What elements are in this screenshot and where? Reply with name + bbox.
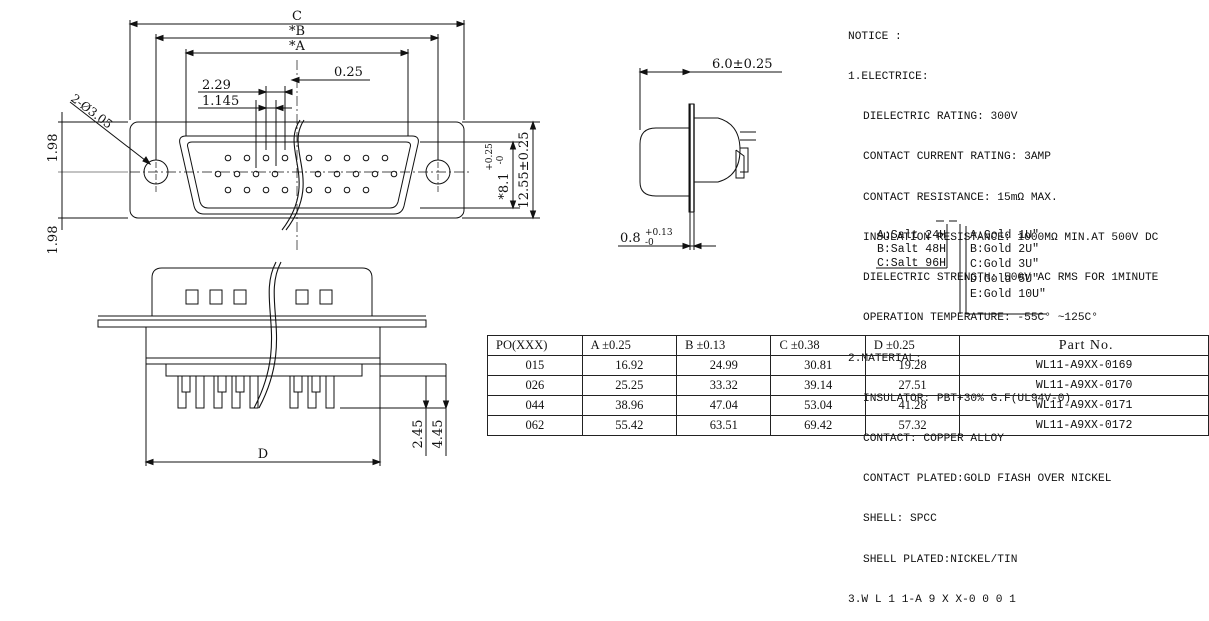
gold-option-b: B:Gold 2U": [970, 243, 1039, 256]
dim-0-8-tol-minus: -0: [645, 238, 654, 248]
col-header-b: B ±0.13: [676, 335, 772, 356]
salt-option-c: C:Salt 96H: [877, 257, 946, 270]
pin-row-2: [214, 170, 398, 178]
technical-drawing: C *B *A 0.25 2.29 1.145 2-Ø3.05 1.98 1.9…: [46, 9, 1046, 466]
side-shell: [639, 127, 690, 197]
cell-d: 57.32: [864, 415, 961, 436]
notice-line: SHELL: SPCC: [863, 513, 937, 526]
dim-B: *B: [289, 24, 305, 39]
front-view: C *B *A 0.25 2.29 1.145 2-Ø3.05 1.98 1.9…: [46, 9, 540, 254]
pin-view: D 2.45 4.45: [97, 261, 450, 466]
table-header-row: PO(XXX) A ±0.25 B ±0.13 C ±0.38 D ±0.25 …: [487, 335, 1209, 356]
dim-2-29: 2.29: [202, 78, 231, 93]
col-header-a: A ±0.25: [581, 335, 678, 356]
front-break-line: [281, 119, 301, 231]
pin-break-line: [253, 261, 277, 409]
notice-line: 1.ELECTRICE:: [848, 71, 929, 84]
notice-line: CONTACT CURRENT RATING: 3AMP: [863, 151, 1051, 164]
order-code-diagram: A:Salt 24H B:Salt 48H C:Salt 96H A:Gold …: [876, 220, 1046, 315]
gold-option-e: E:Gold 10U": [970, 288, 1046, 301]
dim-8-1: *8.1: [497, 172, 512, 199]
cell-d: 27.51: [864, 375, 961, 396]
cell-po: 015: [487, 355, 583, 376]
cell-b: 24.99: [676, 355, 772, 376]
cell-c: 39.14: [770, 375, 866, 396]
dim-A: *A: [289, 39, 306, 54]
cell-c: 53.04: [770, 395, 866, 416]
salt-option-b: B:Salt 48H: [877, 243, 946, 256]
table-row: 062 55.42 63.51 69.42 57.32 WL11-A9XX-01…: [487, 415, 1209, 436]
order-code: 3.W L 1 1-A 9 X X-0 0 0 1: [848, 593, 1016, 606]
salt-option-a: A:Salt 24H: [877, 229, 946, 242]
notice-line: CONTACT RESISTANCE: 15mΩ MAX.: [863, 191, 1058, 204]
dim-12-55: 12.55±0.25: [517, 131, 532, 208]
notice-line: DIELECTRIC STRENGTH: 500V AC RMS FOR 1MI…: [863, 272, 1159, 285]
dim-6-0: 6.0±0.25: [712, 57, 773, 72]
cell-po: 062: [487, 415, 583, 436]
dim-hole-dia: 2-Ø3.05: [68, 91, 115, 131]
cell-c: 69.42: [770, 415, 866, 436]
col-header-d: D ±0.25: [864, 335, 961, 356]
dim-0-25: 0.25: [334, 65, 363, 80]
dim-8-1-tol-plus: +0.25: [485, 143, 495, 171]
notice-line: OPERATION TEMPERATURE: -55C° ~125C°: [863, 312, 1098, 325]
dim-0-8-tol-plus: +0.13: [645, 228, 673, 238]
cell-c: 30.81: [770, 355, 866, 376]
part-number-table: PO(XXX) A ±0.25 B ±0.13 C ±0.38 D ±0.25 …: [487, 335, 1209, 436]
col-header-c: C ±0.38: [770, 335, 866, 356]
cell-part-no: WL11-A9XX-0171: [959, 395, 1209, 416]
table-row: 015 16.92 24.99 30.81 19.28 WL11-A9XX-01…: [487, 355, 1209, 376]
dim-0-8: 0.8: [620, 231, 641, 246]
cell-part-no: WL11-A9XX-0172: [959, 415, 1209, 436]
cell-b: 47.04: [676, 395, 772, 416]
notice-line: CONTACT: COPPER ALLOY: [863, 433, 1004, 445]
cell-d: 19.28: [864, 355, 961, 376]
cell-part-no: WL11-A9XX-0169: [959, 355, 1209, 376]
cell-b: 33.32: [676, 375, 772, 396]
pin-row-1: [224, 154, 389, 162]
cell-b: 63.51: [676, 415, 772, 436]
cell-a: 16.92: [581, 355, 678, 376]
table-row: 044 38.96 47.04 53.04 41.28 WL11-A9XX-01…: [487, 395, 1209, 416]
cell-d: 41.28: [864, 395, 961, 416]
gold-option-a: A:Gold 1U": [970, 229, 1039, 242]
cell-a: 55.42: [581, 415, 678, 436]
dim-8-1-tol-minus: -0: [496, 155, 506, 164]
notice-line: CONTACT PLATED:GOLD FIASH OVER NICKEL: [863, 473, 1112, 486]
dim-D: D: [258, 447, 268, 462]
dim-1-98-bottom: 1.98: [46, 226, 61, 255]
dim-C: C: [292, 9, 302, 24]
cell-po: 044: [487, 395, 583, 416]
notice-block: NOTICE : 1.ELECTRICE: DIELECTRIC RATING:…: [848, 4, 1158, 621]
dim-4-45: 4.45: [431, 420, 446, 449]
col-header-po: PO(XXX): [487, 335, 583, 356]
cell-po: 026: [487, 375, 583, 396]
d-shell-outer: [179, 135, 419, 215]
cell-a: 25.25: [581, 375, 678, 396]
notice-line: INSULATION RESISTANCE: 1000MΩ MIN.AT 500…: [863, 231, 1159, 244]
pin-view-flange: [97, 319, 427, 328]
table-row: 026 25.25 33.32 39.14 27.51 WL11-A9XX-01…: [487, 375, 1209, 396]
gold-option-c: C:Gold 3U": [970, 258, 1039, 271]
col-header-part-no: Part No.: [959, 335, 1209, 356]
dim-2-45: 2.45: [411, 420, 426, 449]
notice-line: SHELL PLATED:NICKEL/TIN: [863, 553, 1018, 566]
cell-part-no: WL11-A9XX-0170: [959, 375, 1209, 396]
side-view: 6.0±0.25 0.8 +0.13 -0: [618, 57, 782, 250]
dim-1-98-top: 1.98: [46, 134, 61, 163]
dim-1-145: 1.145: [202, 94, 239, 109]
solder-pins: [177, 375, 335, 409]
cell-a: 38.96: [581, 395, 678, 416]
d-shell-inner: [187, 141, 411, 209]
pin-row-3: [224, 186, 370, 194]
notice-line: DIELECTRIC RATING: 300V: [863, 111, 1018, 124]
notice-line: NOTICE :: [848, 30, 902, 43]
gold-option-d: D:Gold 5U": [970, 273, 1039, 286]
